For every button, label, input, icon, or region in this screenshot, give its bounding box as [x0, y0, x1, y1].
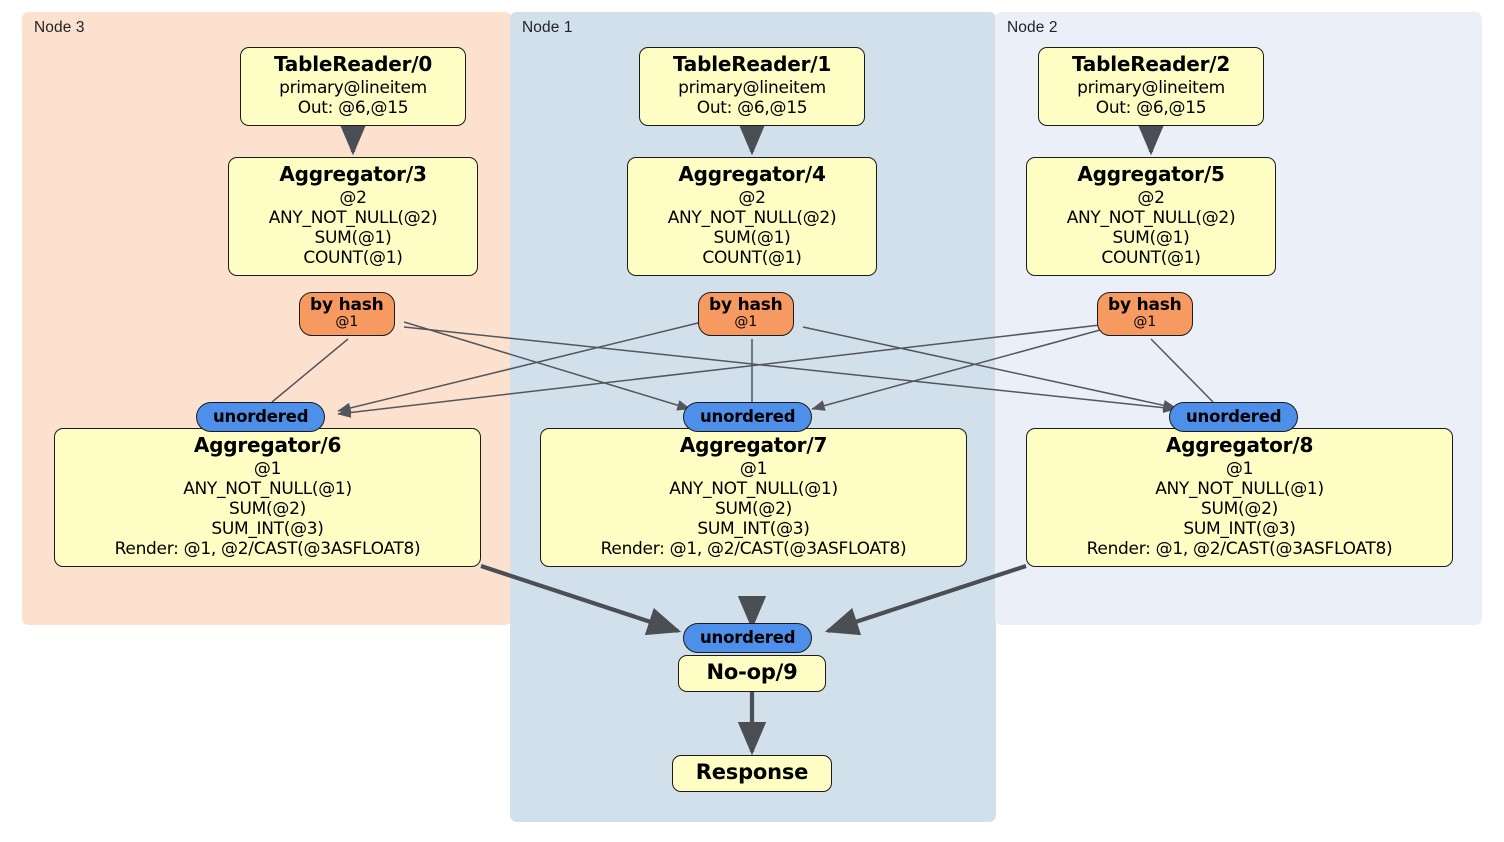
op-title: Aggregator/4: [678, 162, 826, 186]
op-title: Aggregator/6: [193, 433, 342, 457]
router-by-hash-3[interactable]: by hash @1: [299, 292, 395, 336]
op-detail-line: SUM(@1): [1112, 227, 1190, 248]
op-detail-line: SUM(@1): [314, 227, 392, 248]
op-title: TableReader/1: [672, 52, 832, 76]
stream-unordered-left[interactable]: unordered: [196, 402, 326, 433]
op-detail-line: COUNT(@1): [1101, 247, 1201, 268]
op-box-response[interactable]: Response: [672, 755, 832, 792]
stream-label: unordered: [700, 628, 796, 647]
op-title: Aggregator/8: [1165, 433, 1314, 457]
router-label: by hash: [709, 295, 783, 315]
op-detail-line: ANY_NOT_NULL(@1): [183, 478, 352, 499]
op-detail-line: SUM(@2): [1201, 498, 1278, 519]
router-label: by hash: [1108, 295, 1182, 315]
router-label: by hash: [310, 295, 384, 315]
op-title: TableReader/0: [273, 52, 433, 76]
op-detail-line: Out: @6,@15: [297, 97, 409, 118]
stream-unordered-final[interactable]: unordered: [683, 623, 813, 654]
router-column: @1: [335, 314, 359, 331]
op-title: No-op/9: [706, 660, 798, 684]
op-title: TableReader/2: [1071, 52, 1231, 76]
op-title: Response: [695, 760, 809, 784]
router-by-hash-5[interactable]: by hash @1: [1097, 292, 1193, 336]
op-detail-line: primary@lineitem: [1077, 77, 1225, 98]
op-detail-line: Render: @1, @2/CAST(@3ASFLOAT8): [1086, 538, 1393, 559]
op-box-tablereader-2[interactable]: TableReader/2 primary@lineitem Out: @6,@…: [1038, 47, 1264, 126]
node-panel-label-node1: Node 1: [522, 19, 573, 36]
op-detail-line: @1: [253, 458, 282, 479]
op-detail-line: Out: @6,@15: [1095, 97, 1207, 118]
op-detail-line: SUM(@2): [229, 498, 306, 519]
op-detail-line: @2: [738, 187, 766, 208]
op-detail-line: SUM(@1): [713, 227, 791, 248]
op-box-aggregator-4[interactable]: Aggregator/4 @2 ANY_NOT_NULL(@2) SUM(@1)…: [627, 157, 877, 276]
op-detail-line: primary@lineitem: [678, 77, 826, 98]
stream-label: unordered: [213, 407, 309, 426]
op-detail-line: ANY_NOT_NULL(@1): [669, 478, 838, 499]
op-box-aggregator-8[interactable]: Aggregator/8 @1 ANY_NOT_NULL(@1) SUM(@2)…: [1026, 428, 1453, 567]
op-detail-line: Render: @1, @2/CAST(@3ASFLOAT8): [600, 538, 907, 559]
node-panel-label-node2: Node 2: [1007, 19, 1058, 36]
op-title: Aggregator/3: [279, 162, 427, 186]
op-detail-line: COUNT(@1): [702, 247, 802, 268]
op-box-aggregator-7[interactable]: Aggregator/7 @1 ANY_NOT_NULL(@1) SUM(@2)…: [540, 428, 967, 567]
op-box-noop-9[interactable]: No-op/9: [678, 655, 826, 692]
op-detail-line: @1: [1225, 458, 1254, 479]
op-detail-line: SUM(@2): [715, 498, 792, 519]
op-detail-line: @1: [739, 458, 768, 479]
op-detail-line: SUM_INT(@3): [1183, 518, 1296, 539]
op-title: Aggregator/7: [679, 433, 828, 457]
op-detail-line: Render: @1, @2/CAST(@3ASFLOAT8): [114, 538, 421, 559]
op-detail-line: Out: @6,@15: [696, 97, 808, 118]
router-column: @1: [1133, 314, 1157, 331]
op-box-aggregator-6[interactable]: Aggregator/6 @1 ANY_NOT_NULL(@1) SUM(@2)…: [54, 428, 481, 567]
op-detail-line: ANY_NOT_NULL(@1): [1155, 478, 1324, 499]
op-box-aggregator-5[interactable]: Aggregator/5 @2 ANY_NOT_NULL(@2) SUM(@1)…: [1026, 157, 1276, 276]
op-detail-line: @2: [339, 187, 367, 208]
op-detail-line: SUM_INT(@3): [211, 518, 324, 539]
op-detail-line: ANY_NOT_NULL(@2): [268, 207, 438, 228]
op-detail-line: COUNT(@1): [303, 247, 403, 268]
op-detail-line: @2: [1137, 187, 1165, 208]
stream-label: unordered: [700, 407, 796, 426]
op-detail-line: ANY_NOT_NULL(@2): [1066, 207, 1236, 228]
op-box-tablereader-1[interactable]: TableReader/1 primary@lineitem Out: @6,@…: [639, 47, 865, 126]
router-by-hash-4[interactable]: by hash @1: [698, 292, 794, 336]
stream-unordered-right[interactable]: unordered: [1169, 402, 1299, 433]
op-detail-line: ANY_NOT_NULL(@2): [667, 207, 837, 228]
op-box-tablereader-0[interactable]: TableReader/0 primary@lineitem Out: @6,@…: [240, 47, 466, 126]
op-detail-line: SUM_INT(@3): [697, 518, 810, 539]
op-detail-line: primary@lineitem: [279, 77, 427, 98]
op-box-aggregator-3[interactable]: Aggregator/3 @2 ANY_NOT_NULL(@2) SUM(@1)…: [228, 157, 478, 276]
op-title: Aggregator/5: [1077, 162, 1225, 186]
stream-label: unordered: [1186, 407, 1282, 426]
router-column: @1: [734, 314, 758, 331]
node-panel-label-node3: Node 3: [34, 19, 85, 36]
stream-unordered-center[interactable]: unordered: [683, 402, 813, 433]
